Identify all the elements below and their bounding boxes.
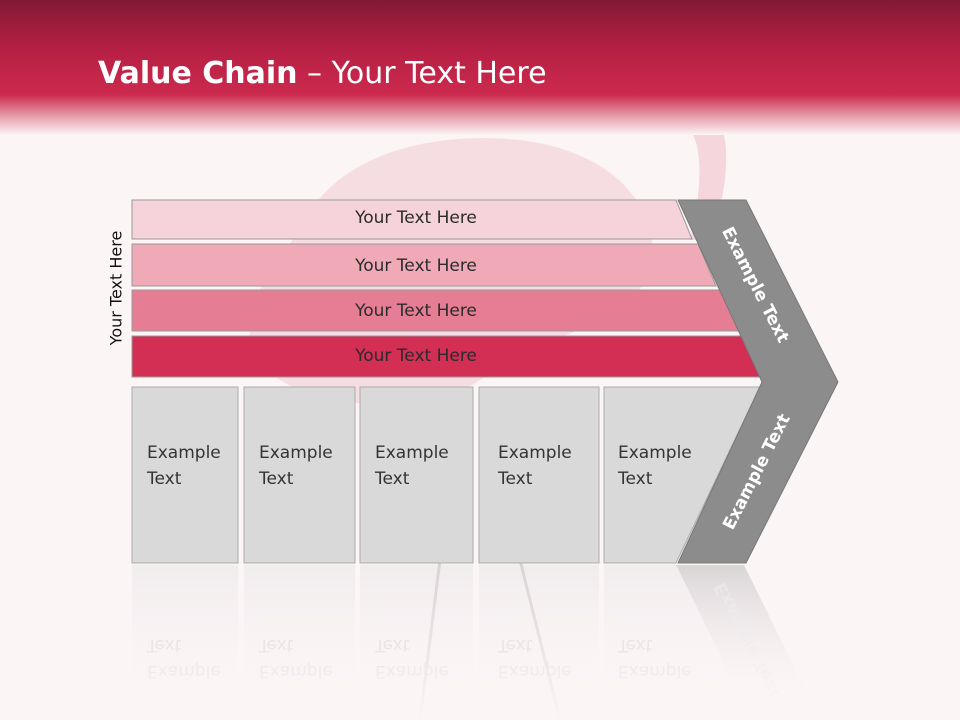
box-1-label: Example Text (147, 443, 221, 489)
slide-title: Value Chain – Your Text Here (98, 56, 547, 91)
bar-1-label: Your Text Here (355, 208, 477, 228)
side-axis-label: Your Text Here (106, 230, 126, 346)
bar-2 (131, 243, 717, 287)
box-4-label: Example Text (498, 443, 572, 489)
bar-4-label: Your Text Here (355, 346, 477, 366)
box-5-label: Example Text (618, 443, 692, 489)
box-4 (478, 386, 600, 564)
bar-3-label: Your Text Here (355, 301, 477, 321)
box-2-label: Example Text (259, 443, 333, 489)
box-3 (359, 386, 474, 564)
bar-2-label: Your Text Here (355, 256, 477, 276)
reflection-fade (0, 560, 960, 720)
bar-1 (131, 199, 693, 240)
box-3-label: Example Text (375, 443, 449, 489)
box-2 (243, 386, 356, 564)
box-1 (131, 386, 239, 564)
title-banner: Value Chain – Your Text Here (0, 0, 960, 135)
